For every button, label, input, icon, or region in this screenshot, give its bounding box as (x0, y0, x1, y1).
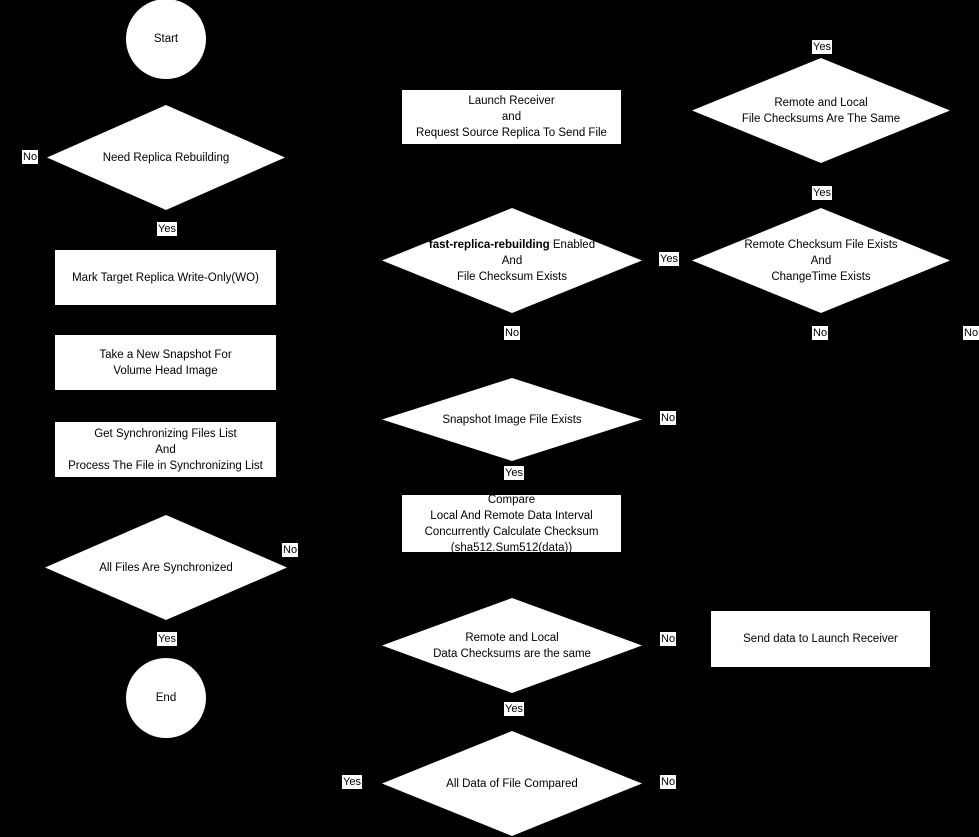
diamond-shape (45, 515, 287, 620)
edge-label-snapshot-exists-yes: Yes (504, 466, 524, 480)
node-remote-checksum-file-exists[interactable]: Remote Checksum File Exists And ChangeTi… (692, 208, 950, 313)
edge-label-file-checksums-bottom-yes: Yes (812, 186, 832, 200)
edge-label-fast-replica-no: No (504, 326, 521, 340)
edge-label-remote-checksum-no: No (812, 326, 829, 340)
node-get-sync-files-list-label: Get Synchronizing Files List And Process… (68, 427, 263, 472)
diamond-shape (382, 378, 642, 461)
node-launch-receiver[interactable]: Launch Receiver and Request Source Repli… (402, 90, 621, 144)
edge-label-all-data-compared-no: No (660, 775, 677, 789)
edge-label-all-data-compared-yes: Yes (342, 775, 362, 789)
node-take-new-snapshot-label: Take a New Snapshot For Volume Head Imag… (99, 348, 232, 377)
node-end[interactable]: End (126, 658, 206, 738)
node-snapshot-image-file-exists[interactable]: Snapshot Image File Exists (382, 378, 642, 461)
node-compare-data-interval-label: Compare Local And Remote Data Interval C… (424, 493, 599, 554)
edge-label-need-replica-no: No (22, 150, 39, 164)
node-start-label: Start (153, 33, 179, 45)
edge-label-data-checksums-yes: Yes (504, 702, 524, 716)
node-fast-replica-rebuilding[interactable]: fast-replica-rebuilding Enabled And File… (382, 208, 642, 313)
node-send-data-to-launch-receiver-label: Send data to Launch Receiver (743, 633, 898, 645)
diamond-shape (382, 208, 642, 313)
diamond-shape (692, 208, 950, 313)
node-remote-local-file-checksums[interactable]: Remote and Local File Checksums Are The … (692, 58, 950, 163)
node-take-new-snapshot[interactable]: Take a New Snapshot For Volume Head Imag… (55, 335, 276, 390)
edge-label-file-checksums-top-yes: Yes (812, 40, 832, 54)
diamond-shape (47, 105, 285, 210)
diamond-shape (382, 598, 642, 693)
node-mark-target-replica[interactable]: Mark Target Replica Write-Only(WO) (55, 250, 276, 305)
edge-label-snapshot-exists-no: No (660, 411, 677, 425)
diamond-shape (692, 58, 950, 163)
edge-label-fast-replica-yes: Yes (659, 252, 679, 266)
node-mark-target-replica-label: Mark Target Replica Write-Only(WO) (72, 271, 259, 284)
node-need-replica-rebuilding[interactable]: Need Replica Rebuilding (47, 105, 285, 210)
node-remote-local-data-checksums[interactable]: Remote and Local Data Checksums are the … (382, 598, 642, 693)
node-send-data-to-launch-receiver[interactable]: Send data to Launch Receiver (711, 611, 930, 667)
edge-label-all-files-sync-yes: Yes (157, 632, 177, 646)
node-compare-data-interval[interactable]: Compare Local And Remote Data Interval C… (402, 494, 621, 554)
node-all-data-of-file-compared[interactable]: All Data of File Compared (382, 731, 642, 836)
node-start[interactable]: Start (126, 0, 206, 79)
node-get-sync-files-list[interactable]: Get Synchronizing Files List And Process… (55, 422, 276, 477)
node-all-files-synchronized[interactable]: All Files Are Synchronized (45, 515, 287, 620)
edge-label-remote-checksum-far-no: No (963, 326, 979, 340)
node-end-label: End (155, 692, 177, 704)
edge-label-need-replica-yes: Yes (157, 222, 177, 236)
node-launch-receiver-label: Launch Receiver and Request Source Repli… (416, 95, 607, 139)
edge-label-data-checksums-no: No (660, 632, 677, 646)
diamond-shape (382, 731, 642, 836)
edge-label-all-files-sync-no: No (282, 543, 299, 557)
